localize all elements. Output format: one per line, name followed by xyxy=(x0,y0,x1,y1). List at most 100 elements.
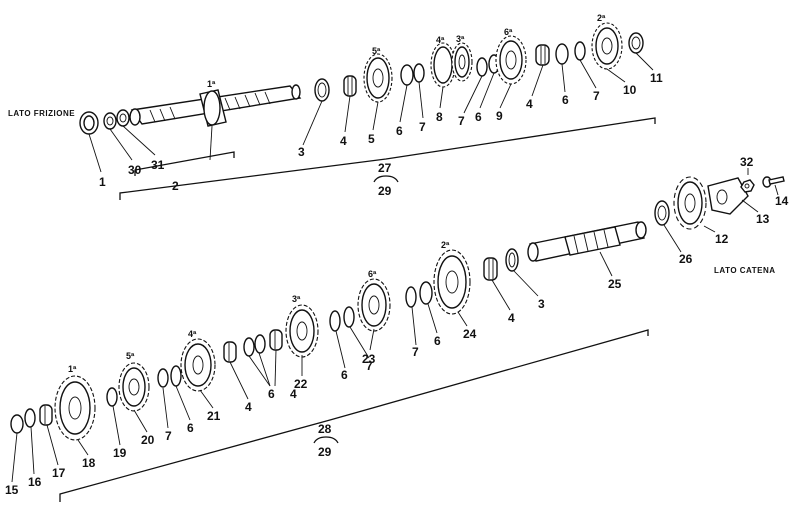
bottom-gear-1-label: 1ª xyxy=(68,364,77,374)
bottom-gear-5-label: 5ª xyxy=(126,351,135,361)
callout-3: 3 xyxy=(298,145,305,159)
part-20-gear-5th xyxy=(118,362,150,412)
secondary-bracket-28 xyxy=(59,329,649,502)
callout-6e: 6 xyxy=(341,368,348,382)
callout-17: 17 xyxy=(52,466,66,480)
callout-3b: 3 xyxy=(538,297,545,311)
callout-6g: 6 xyxy=(187,421,194,435)
part-4-needle-bearing xyxy=(343,75,357,97)
bottom-gear-4-label: 4ª xyxy=(188,329,197,339)
top-gear-4-label: 4ª xyxy=(436,35,445,45)
top-gear-2-label: 2ª xyxy=(597,13,606,23)
callout-4d: 4 xyxy=(290,387,297,401)
bottom-gear-3-label: 3ª xyxy=(292,294,301,304)
bottom-gear-2-label: 2ª xyxy=(441,240,450,250)
primary-gear-1 xyxy=(199,89,227,127)
callout-22: 22 xyxy=(294,377,308,391)
part-number-callouts: 1 30 31 2 3 4 5 6 7 8 7 6 9 4 6 7 10 11 … xyxy=(5,71,789,497)
side-labels: LATO FRIZIONE LATO CATENA xyxy=(8,109,776,275)
part-30-bush xyxy=(103,112,117,130)
callout-27: 27 xyxy=(378,161,392,175)
part-10-gear-2nd xyxy=(591,22,623,70)
primary-brace-29 xyxy=(373,175,399,183)
part-21-gear-4th xyxy=(180,338,216,392)
callout-18: 18 xyxy=(82,456,96,470)
top-gear-1-label: 1ª xyxy=(207,79,216,89)
part-9-gear-6th xyxy=(495,35,527,85)
callout-6b: 6 xyxy=(475,110,482,124)
callout-29b: 29 xyxy=(318,445,332,459)
gear-ratio-labels: 1ª 5ª 4ª 3ª 6ª 2ª 1ª 5ª 4ª 3ª 6ª 2ª xyxy=(68,13,606,374)
part-17-needle-bearing xyxy=(39,404,53,426)
part-6-washer xyxy=(400,64,414,86)
callout-32: 32 xyxy=(740,155,754,169)
part-23-gear-6th xyxy=(357,278,391,332)
part-7-circlip-d xyxy=(405,286,417,308)
part-6-washer-c xyxy=(555,43,569,65)
part-7-circlip-b xyxy=(476,57,488,77)
primary-bracket-2 xyxy=(134,151,235,176)
bottom-gear-6-label: 6ª xyxy=(368,269,377,279)
part-6-washer-e xyxy=(329,310,341,332)
part-6-washer-f xyxy=(254,334,266,354)
part-24-gear-2nd xyxy=(433,249,471,315)
callout-7f: 7 xyxy=(165,429,172,443)
part-14-bolt xyxy=(762,176,785,188)
callout-2: 2 xyxy=(172,179,179,193)
part-32-nut xyxy=(740,179,755,193)
callout-25: 25 xyxy=(608,277,622,291)
part-25-secondary-shaft xyxy=(527,221,647,262)
top-gear-3-label: 3ª xyxy=(456,34,465,44)
part-4-needle-bearing-d xyxy=(269,329,283,351)
callout-4c: 4 xyxy=(508,311,515,325)
part-22-gear-3rd xyxy=(285,304,319,358)
callout-26: 26 xyxy=(679,252,693,266)
top-gear-6-label: 6ª xyxy=(504,27,513,37)
chain-side-label: LATO CATENA xyxy=(714,266,776,275)
top-gear-5-label: 5ª xyxy=(372,46,381,56)
callout-24: 24 xyxy=(463,327,477,341)
callout-12: 12 xyxy=(715,232,729,246)
callout-14: 14 xyxy=(775,194,789,208)
callout-21: 21 xyxy=(207,409,221,423)
part-1-washer xyxy=(79,111,99,135)
callout-29a: 29 xyxy=(378,184,392,198)
part-19-washer xyxy=(106,387,118,407)
part-11-washer xyxy=(628,32,644,54)
callout-7d: 7 xyxy=(412,345,419,359)
part-16-washer xyxy=(24,408,36,428)
secondary-leader-lines xyxy=(11,168,779,483)
part-7-circlip-e xyxy=(343,306,355,328)
callout-9: 9 xyxy=(496,109,503,123)
callout-4e: 4 xyxy=(245,400,252,414)
callout-28: 28 xyxy=(318,422,332,436)
part-18-gear-1st xyxy=(54,375,96,441)
callout-7b: 7 xyxy=(458,114,465,128)
part-7-circlip-c xyxy=(574,41,586,61)
part-13-lock-plate xyxy=(707,177,749,215)
callout-30: 30 xyxy=(128,163,142,177)
callout-1: 1 xyxy=(99,175,106,189)
callout-8: 8 xyxy=(436,110,443,124)
part-6-washer-h xyxy=(170,365,182,387)
callout-7e: 7 xyxy=(366,359,373,373)
part-5-gear-5th xyxy=(363,53,393,103)
part-12-sprocket xyxy=(673,176,707,230)
callout-10: 10 xyxy=(623,83,637,97)
part-6-washer-d xyxy=(419,281,433,305)
primary-bracket-27 xyxy=(119,117,656,200)
secondary-brace-29 xyxy=(313,436,339,444)
callout-6d: 6 xyxy=(434,334,441,348)
clutch-side-label: LATO FRIZIONE xyxy=(8,109,75,118)
callout-31: 31 xyxy=(151,158,165,172)
primary-leader-lines xyxy=(88,52,654,173)
part-3-washer xyxy=(314,78,330,102)
secondary-shaft-group xyxy=(10,168,785,502)
callout-7c: 7 xyxy=(593,89,600,103)
callout-23: 23 xyxy=(362,352,376,366)
part-3-washer-bottom xyxy=(505,248,519,272)
callout-13: 13 xyxy=(756,212,770,226)
callout-20: 20 xyxy=(141,433,155,447)
callout-6f: 6 xyxy=(268,387,275,401)
